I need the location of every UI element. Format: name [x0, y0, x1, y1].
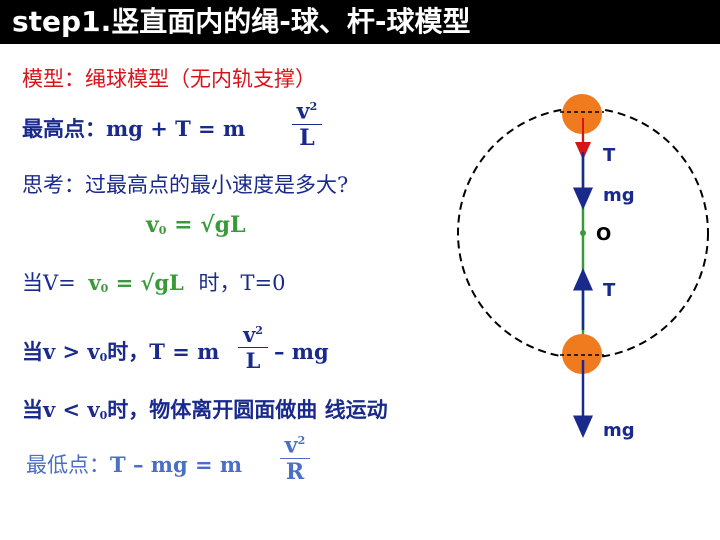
- lowest-den: R: [285, 459, 305, 486]
- case-less-line: 当v < v0时，物体离开圆面做曲 线运动: [22, 397, 388, 429]
- case-less-sub: 0: [99, 409, 108, 422]
- case-greater-tail: – mg: [274, 339, 329, 364]
- fraction-bar: [238, 347, 268, 348]
- case-greater-line: 当v > v0时，T = m: [22, 339, 219, 371]
- think-text: 思考：过最高点的最小速度是多大?: [22, 173, 349, 197]
- case-greater-sub: 0: [99, 351, 108, 364]
- case-equal-eq: v0 = √gL: [88, 270, 183, 295]
- highest-point-label: 最高点：mg + T = m: [22, 116, 245, 142]
- lowest-point-line: 最低点：T – mg = m: [26, 452, 242, 478]
- case-greater-prefix: 当v > v: [22, 339, 100, 364]
- v0-rhs: = √gL: [174, 212, 246, 238]
- highest-num: v: [296, 98, 310, 125]
- lowest-lhs: T – mg = m: [110, 452, 243, 477]
- think-line: 思考：过最高点的最小速度是多大?: [22, 172, 348, 198]
- case-greater-num-sup: 2: [255, 324, 263, 337]
- fraction-bar: [280, 458, 310, 460]
- highest-label: 最高点：: [22, 116, 106, 141]
- model-line: 模型：绳球模型（无内轨支撑）: [22, 67, 316, 91]
- case-equal-suffix: 时，T=0: [198, 271, 286, 295]
- label-t-top: T: [603, 145, 616, 166]
- case-greater-mid: 时，T = m: [107, 339, 220, 364]
- case-equal-eq-rhs: = √gL: [115, 270, 184, 295]
- case-equal-eq-sub: 0: [100, 282, 109, 295]
- label-t-bottom: T: [603, 280, 616, 301]
- v0-sub: 0: [158, 224, 167, 237]
- case-greater-den: L: [245, 348, 261, 373]
- label-mg-bottom: mg: [603, 420, 635, 441]
- title-bar: step1.竖直面内的绳-球、杆-球模型: [0, 0, 720, 44]
- highest-fraction: v2 L: [292, 94, 322, 151]
- v0-lhs: v: [146, 212, 159, 238]
- fraction-bar: [292, 124, 322, 126]
- case-greater-num: v: [243, 322, 256, 347]
- label-mg-top: mg: [603, 185, 635, 206]
- case-equal-line: 当V= v0 = √gL 时，T=0: [22, 270, 285, 302]
- case-less-text: 时，物体离开圆面做曲 线运动: [107, 397, 388, 422]
- label-center-o: O: [596, 224, 611, 245]
- slide-title: step1.竖直面内的绳-球、杆-球模型: [12, 5, 471, 38]
- lowest-num-sup: 2: [297, 434, 306, 447]
- lowest-fraction: v2 R: [280, 428, 310, 485]
- case-equal-eq-lhs: v: [88, 270, 101, 295]
- top-ball: [562, 94, 602, 134]
- bottom-ball: [562, 334, 602, 374]
- lowest-label: 最低点：: [26, 453, 110, 477]
- center-point: [580, 230, 586, 236]
- case-equal-prefix: 当V=: [22, 271, 76, 295]
- highest-num-sup: 2: [309, 100, 318, 113]
- highest-den: L: [299, 125, 315, 152]
- case-less-prefix: 当v < v: [22, 397, 100, 422]
- lowest-num: v: [284, 432, 298, 459]
- case-greater-fraction: v2 L: [238, 318, 268, 373]
- highest-lhs: mg + T = m: [106, 116, 246, 141]
- v0-equation: v0 = √gL: [146, 212, 246, 244]
